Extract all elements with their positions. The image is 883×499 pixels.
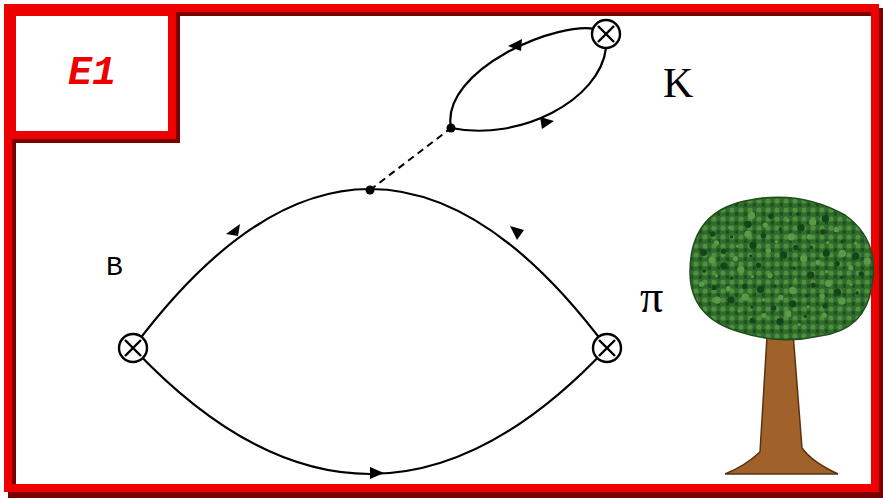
arrowhead — [510, 226, 524, 240]
tree-illustration — [690, 197, 873, 474]
quark-line — [133, 348, 607, 474]
arrowhead — [540, 117, 554, 129]
quark-line — [451, 48, 606, 131]
meson-label: B — [106, 254, 123, 282]
arrowhead — [226, 224, 240, 236]
arrowhead — [370, 467, 384, 479]
arrowhead — [508, 39, 522, 51]
meson-label: K — [663, 62, 693, 104]
operator-insertion — [119, 20, 621, 362]
quark-line — [450, 28, 600, 128]
box-title: E1 — [68, 51, 116, 96]
quark-line — [133, 189, 607, 348]
outer-frame — [8, 8, 875, 488]
vertex-dot — [366, 186, 375, 195]
dashed-propagator — [370, 128, 451, 190]
vertex-dot — [447, 124, 456, 133]
label-box: E1 — [8, 8, 176, 139]
meson-label: π — [640, 274, 663, 320]
